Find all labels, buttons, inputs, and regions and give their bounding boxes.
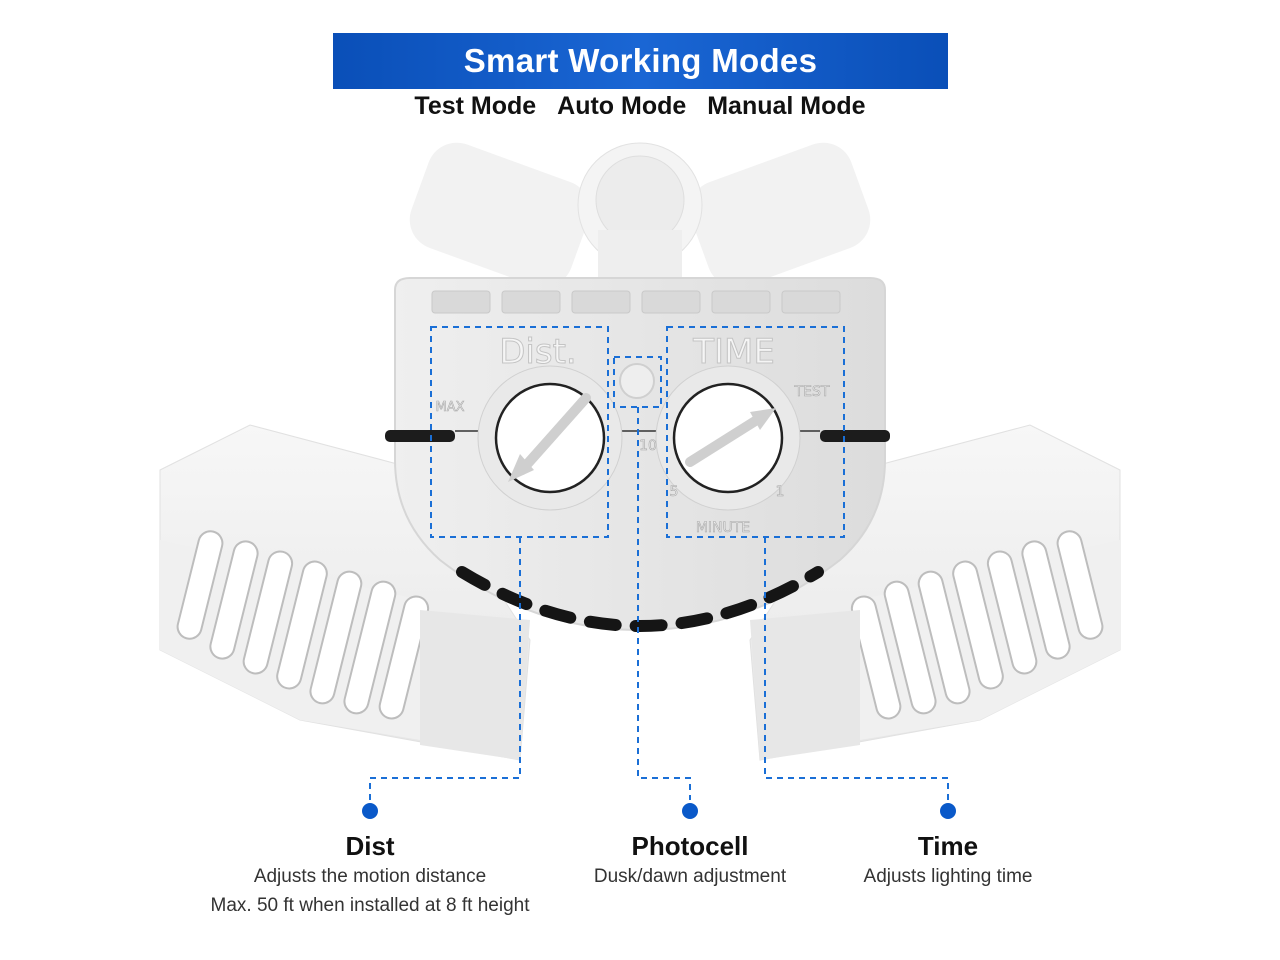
time-callout-dot [940,803,956,819]
dist-callout-dot [362,803,378,819]
feature-dist: Dist Adjusts the motion distance Max. 50… [170,830,570,920]
sensor-body [385,277,890,632]
time-callout-line [764,537,949,800]
photocell-callout-dot [682,803,698,819]
feature-photocell-title: Photocell [631,831,749,861]
photocell-callout-box [613,356,662,408]
time-dial[interactable] [655,365,801,511]
feature-time-title: Time [917,831,979,861]
feature-photocell: Photocell Dusk/dawn adjustment [560,830,820,891]
feature-photocell-desc: Dusk/dawn adjustment [593,866,787,887]
feature-time-desc: Adjusts lighting time [863,866,1033,887]
feature-dist-desc-1: Adjusts the motion distance [253,866,487,887]
banner-title: Smart Working Modes [463,42,818,79]
minute-label: MINUTE [696,520,750,536]
photocell-callout-line [637,407,691,800]
test-label: TEST [794,384,830,400]
dist-embossed-label: Dist. [499,332,576,372]
time-embossed-label: TIME [692,332,775,372]
time-callout-box [666,326,845,538]
mode-list: Test Mode Auto Mode Manual Mode [0,92,1280,121]
tick-5-label: 5 [670,484,679,500]
feature-time: Time Adjusts lighting time [828,830,1068,891]
dist-callout-line [369,537,521,800]
dist-dial[interactable] [477,365,623,511]
title-banner: Smart Working Modes [333,33,948,89]
feature-dist-title: Dist [345,831,395,861]
tick-1-label: 1 [776,484,785,500]
tick-10-label: 10 [639,438,657,454]
back-heads [409,142,871,290]
mode-manual: Manual Mode [707,92,866,120]
feature-dist-desc-2: Max. 50 ft when installed at 8 ft height [210,895,530,916]
mode-auto: Auto Mode [557,92,687,120]
mode-test: Test Mode [414,92,537,120]
max-label: MAX [435,400,464,415]
photocell-sensor [619,363,655,399]
